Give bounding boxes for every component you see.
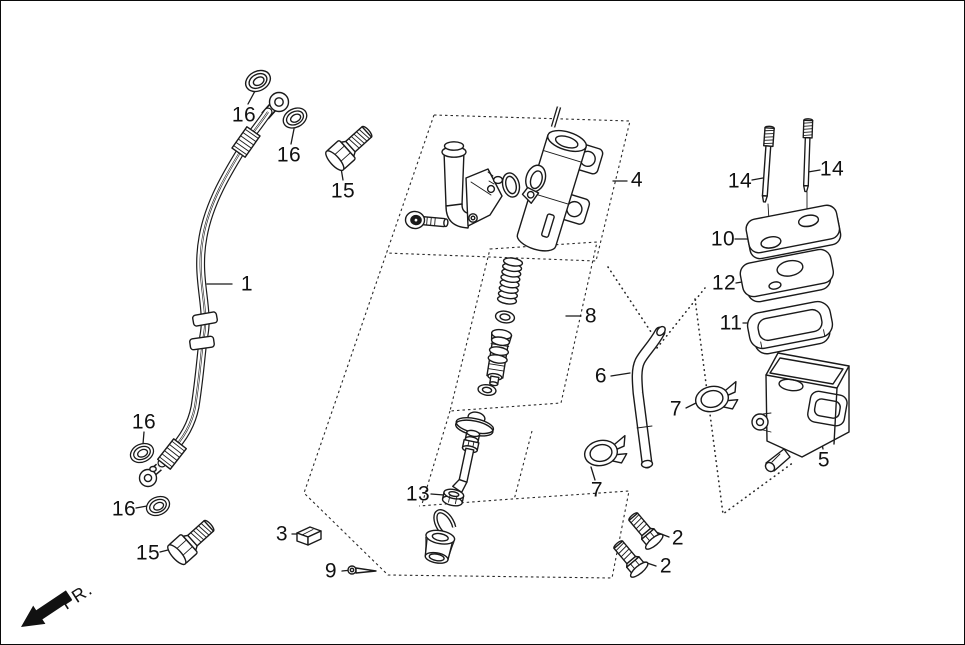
callout-part-16d: 16: [111, 497, 137, 521]
callout-part-3: 3: [275, 522, 289, 546]
callout-part-1: 1: [240, 272, 254, 296]
dotted-connector-lines: [607, 266, 795, 516]
callout-part-2a: 2: [671, 526, 685, 550]
clip-3: [296, 526, 322, 546]
callout-part-6: 6: [594, 364, 608, 388]
oil-bolt-15-top: [322, 120, 378, 174]
push-rod: [452, 411, 495, 494]
callout-part-2b: 2: [659, 554, 673, 578]
sealing-washer-16-top1: [241, 65, 275, 97]
reservoir-screw-14-left: [759, 125, 775, 203]
piston-seal-lower: [477, 383, 497, 397]
reservoir-tank-5: [751, 352, 850, 473]
callout-part-9: 9: [324, 559, 338, 583]
joint-bolt: [404, 210, 449, 230]
master-piston: [486, 328, 513, 387]
sealing-washer-16-bottom2: [142, 492, 174, 520]
flange-bolt-2-lower: [608, 535, 651, 581]
fr-direction-arrow: [21, 590, 73, 627]
reservoir-cap-10: [745, 204, 842, 260]
callout-part-7a: 7: [669, 397, 683, 421]
locknut-13: [441, 488, 465, 507]
pin-9: [347, 565, 377, 575]
callout-part-13: 13: [405, 482, 431, 506]
callout-part-16b: 16: [276, 143, 302, 167]
piston-seal-upper: [494, 310, 516, 324]
o-ring: [501, 172, 521, 198]
callout-part-4: 4: [630, 168, 644, 192]
callout-part-7b: 7: [590, 478, 604, 502]
rubber-boot: [424, 529, 456, 564]
callout-part-16a: 16: [231, 103, 257, 127]
hose-clamp-7-upper: [692, 380, 743, 417]
callout-part-14b: 14: [819, 157, 845, 181]
callout-part-10: 10: [710, 227, 736, 251]
callout-part-12: 12: [711, 271, 737, 295]
callout-part-5: 5: [817, 448, 831, 472]
hose-grommets: [189, 311, 218, 351]
reservoir-hose-6: [631, 325, 666, 469]
piston-spring: [496, 257, 524, 305]
flange-bolt-2-upper: [623, 507, 666, 553]
callout-part-8: 8: [584, 304, 598, 328]
oil-bolt-15-bottom: [164, 514, 220, 568]
inlet-elbow-joint: [441, 141, 504, 229]
dashed-group-boxes: [303, 114, 631, 579]
hose-banjo-eye-top: [268, 91, 290, 113]
callout-part-15b: 15: [135, 541, 161, 565]
callout-part-11: 11: [719, 311, 743, 335]
callout-part-16c: 16: [131, 410, 157, 434]
callout-part-15a: 15: [330, 179, 356, 203]
hose-banjo-eye-bottom: [138, 463, 162, 488]
brake-hose: [138, 91, 290, 488]
callout-part-14a: 14: [727, 169, 753, 193]
cap-plate-12: [739, 248, 835, 303]
reservoir-screw-14-right: [800, 117, 814, 193]
diaphragm-11: [746, 300, 834, 355]
master-cylinder-body: [516, 106, 604, 252]
sealing-washer-16-bottom1: [126, 439, 158, 467]
hose-clamp-7-lower: [581, 434, 632, 471]
